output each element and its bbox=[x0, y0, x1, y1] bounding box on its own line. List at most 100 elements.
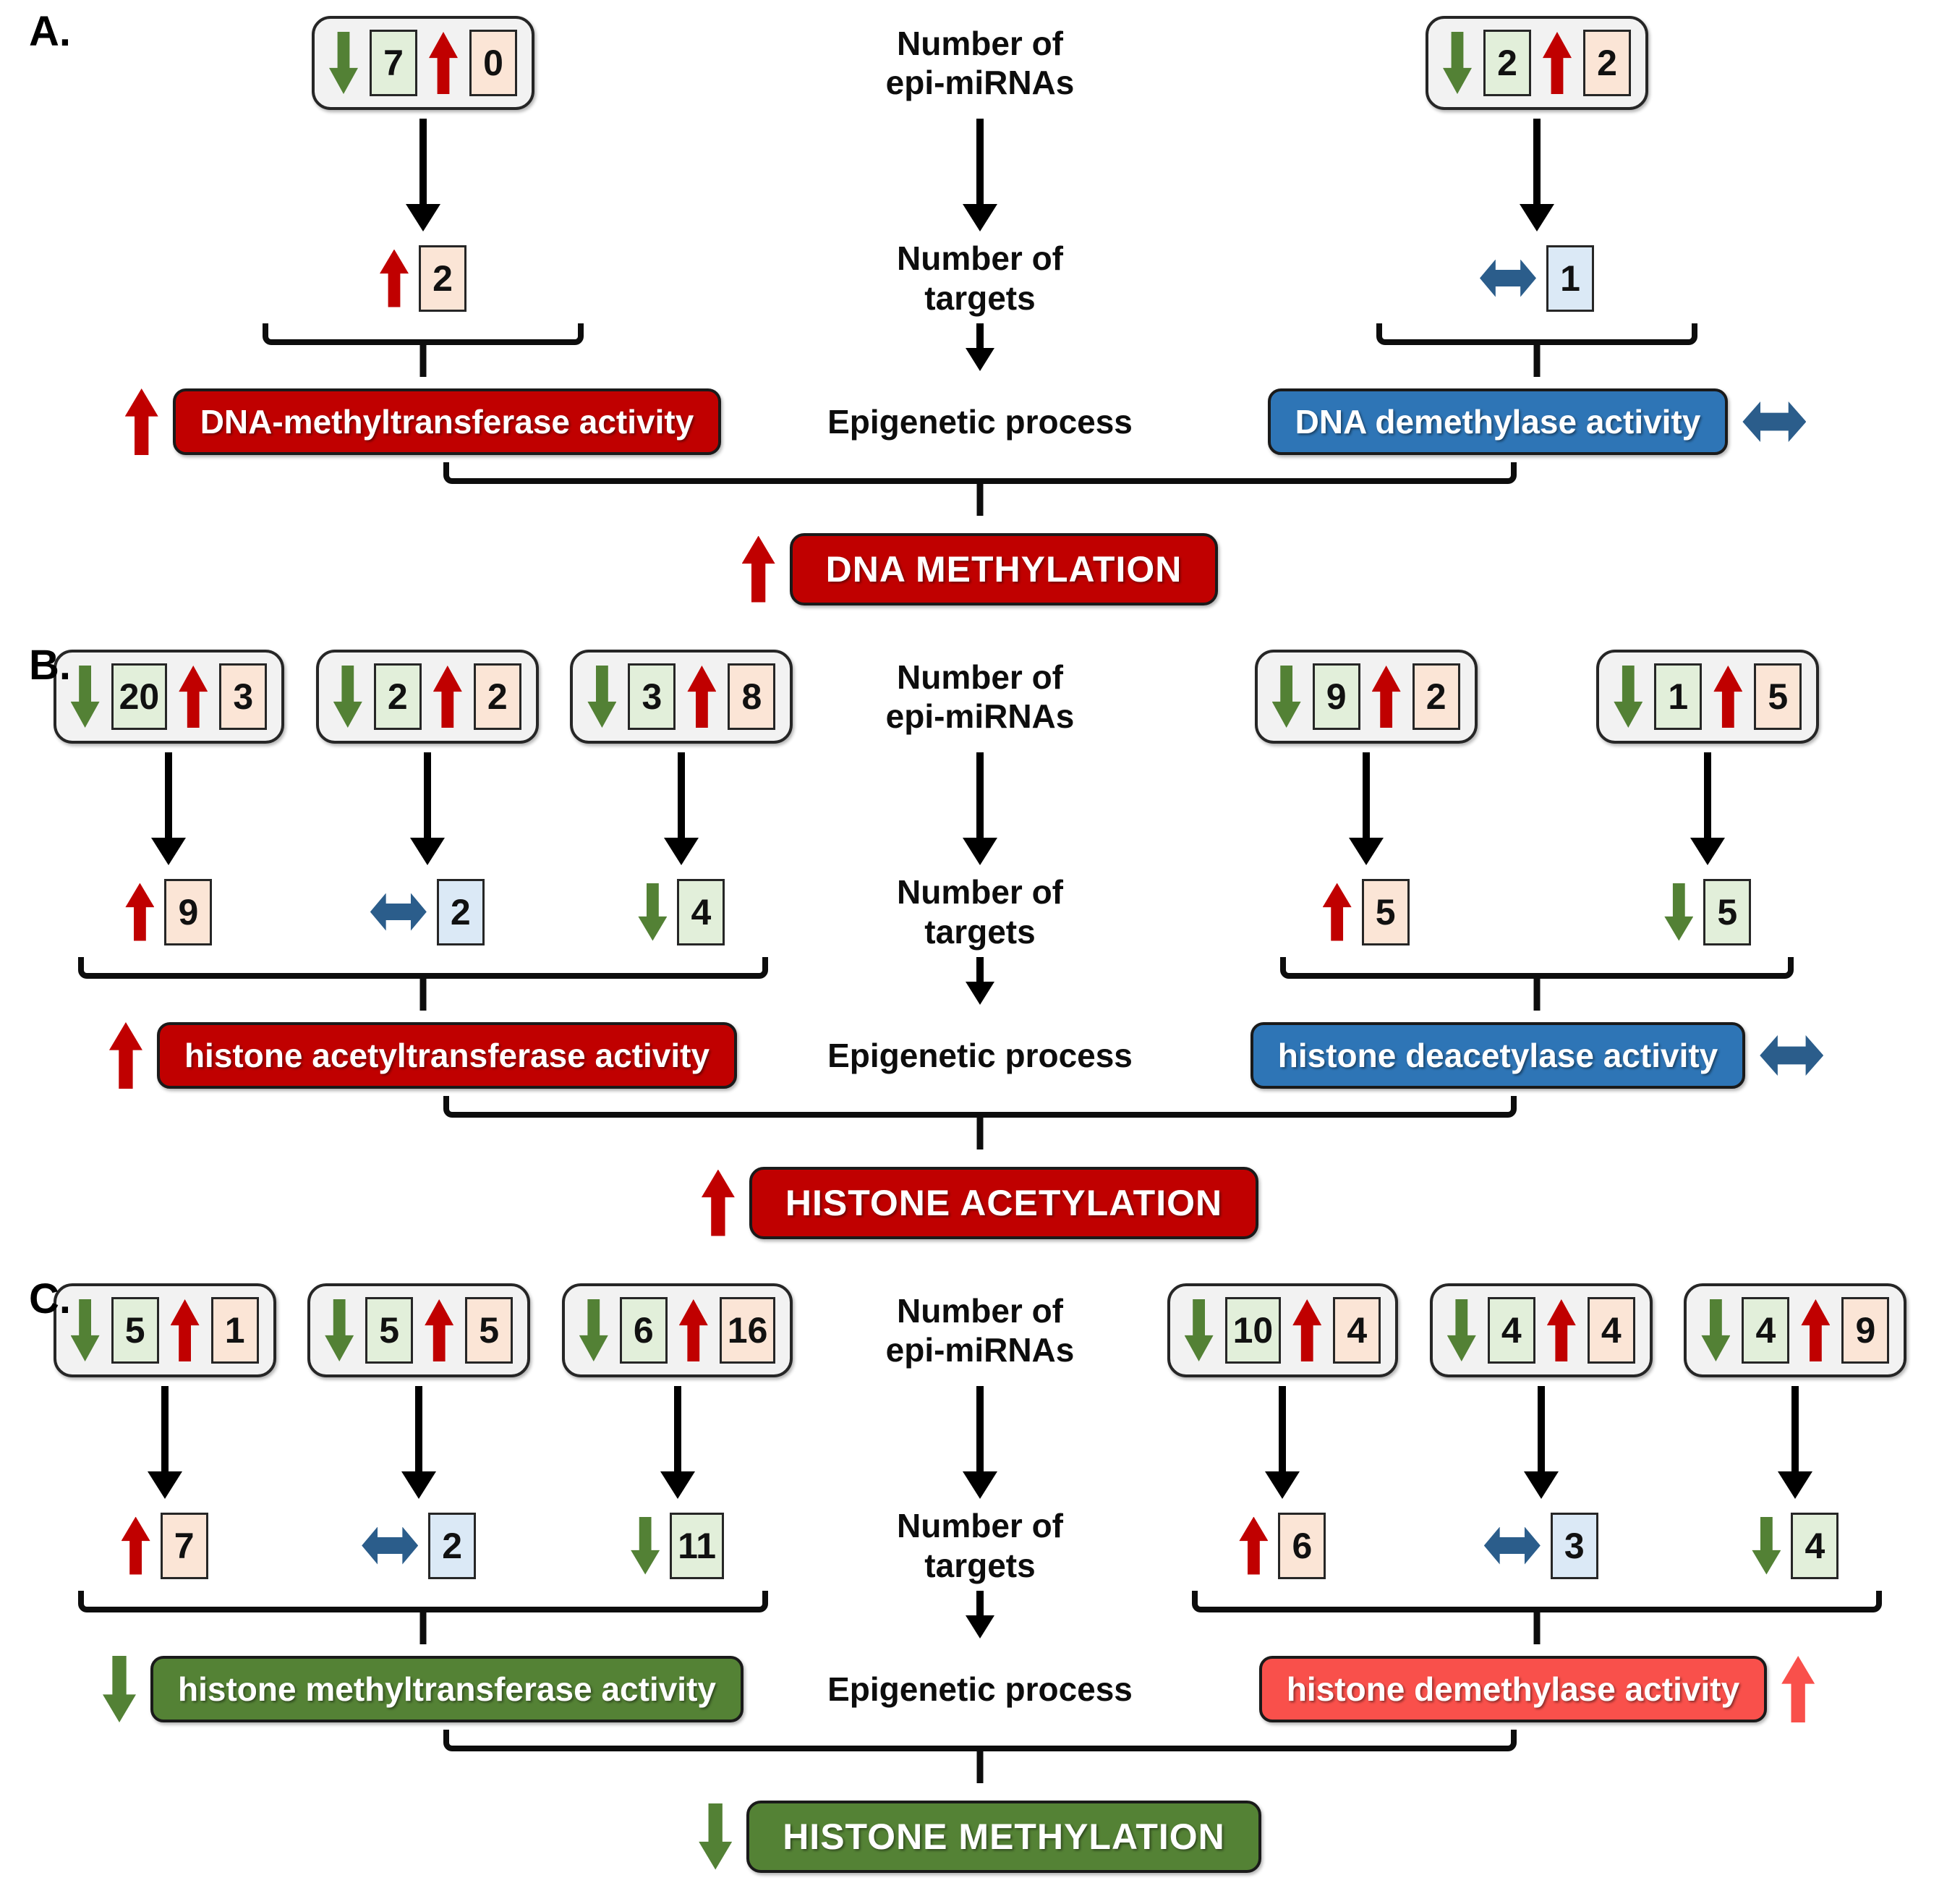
upregulated-arrow-icon bbox=[1371, 666, 1401, 728]
target-count: 4 bbox=[677, 878, 725, 945]
epi-mirna-unit: 10 4 6 bbox=[1167, 1276, 1399, 1591]
process-grouping-bracket bbox=[443, 1096, 1517, 1118]
process-trend-icon bbox=[701, 1169, 735, 1236]
epi-mirna-unit: 3 8 4 bbox=[570, 642, 793, 957]
downregulated-arrow-icon bbox=[70, 1299, 100, 1361]
target-count-group: 4 bbox=[638, 878, 725, 945]
down-connector-arrow bbox=[1279, 1386, 1287, 1471]
panel-b-label: B. bbox=[29, 642, 71, 689]
activity-label-row: histone deacetylase activity bbox=[1250, 1022, 1824, 1089]
target-count: 6 bbox=[1278, 1512, 1326, 1579]
process-grouping-bracket bbox=[443, 462, 1517, 484]
upregulated-count: 8 bbox=[728, 663, 776, 730]
target-count-group: 7 bbox=[121, 1512, 208, 1579]
upregulated-count: 5 bbox=[1754, 663, 1802, 730]
epi-mirna-unit: 9 2 5 bbox=[1254, 642, 1478, 957]
target-count-group: 2 bbox=[370, 878, 485, 945]
upregulated-count: 16 bbox=[719, 1297, 776, 1364]
downregulated-count: 3 bbox=[628, 663, 676, 730]
epi-mirna-count-box: 6 16 bbox=[561, 1283, 793, 1377]
target-direction-icon bbox=[370, 893, 427, 931]
grouping-bracket bbox=[1191, 1591, 1883, 1612]
downregulated-arrow-icon bbox=[579, 1299, 608, 1361]
target-count-group: 2 bbox=[362, 1512, 477, 1579]
down-connector-arrow bbox=[673, 1386, 681, 1471]
down-connector-arrow bbox=[1791, 1386, 1799, 1471]
upregulated-arrow-icon bbox=[687, 666, 717, 728]
upregulated-count: 4 bbox=[1587, 1297, 1635, 1364]
target-direction-icon bbox=[1239, 1516, 1269, 1575]
grouping-bracket bbox=[77, 1591, 769, 1612]
target-count-group: 5 bbox=[1664, 878, 1752, 945]
activity-label: histone acetyltransferase activity bbox=[156, 1022, 738, 1089]
activity-trend-icon bbox=[1742, 401, 1807, 442]
downregulated-arrow-icon bbox=[1446, 1299, 1476, 1361]
target-count: 4 bbox=[1791, 1512, 1839, 1579]
epigenetic-process-label: Epigenetic process bbox=[827, 402, 1133, 441]
epi-mirna-count-box: 1 5 bbox=[1596, 650, 1820, 744]
panel-a-left-branch: 7 0 2 bbox=[22, 9, 825, 462]
activity-label: histone demethylase activity bbox=[1258, 1656, 1768, 1722]
panel-c: C. 5 1 bbox=[0, 1270, 1960, 1885]
epigenetic-process-label: Epigenetic process bbox=[827, 1036, 1133, 1074]
down-connector-arrow bbox=[165, 752, 173, 838]
process-row: DNA METHYLATION bbox=[741, 532, 1219, 605]
upregulated-arrow-icon bbox=[433, 666, 462, 728]
activity-label: DNA demethylase activity bbox=[1267, 388, 1729, 455]
downregulated-count: 6 bbox=[619, 1297, 668, 1364]
epi-mirna-count-box: 9 2 bbox=[1254, 650, 1478, 744]
epi-mirna-count-box: 20 3 bbox=[53, 650, 285, 744]
upregulated-count: 4 bbox=[1333, 1297, 1381, 1364]
target-direction-icon bbox=[362, 1526, 419, 1565]
down-connector-arrow bbox=[976, 1386, 984, 1471]
downregulated-count: 4 bbox=[1742, 1297, 1790, 1364]
downregulated-arrow-icon bbox=[325, 1299, 354, 1361]
process-row: HISTONE ACETYLATION bbox=[701, 1166, 1259, 1239]
epi-mirna-count-box: 4 4 bbox=[1429, 1283, 1653, 1377]
panel-a-right-branch: 2 2 1 bbox=[1135, 9, 1938, 462]
target-direction-icon bbox=[1480, 259, 1536, 297]
down-connector-arrow-small bbox=[976, 957, 984, 982]
epi-mirna-unit: 2 2 2 bbox=[315, 642, 539, 957]
target-direction-icon bbox=[121, 1516, 150, 1575]
upregulated-count: 0 bbox=[469, 30, 517, 96]
process-row: HISTONE METHYLATION bbox=[699, 1800, 1261, 1873]
activity-label-row: histone demethylase activity bbox=[1258, 1656, 1815, 1722]
activity-trend-icon bbox=[124, 388, 158, 455]
panel-b-left-branch: 20 3 9 bbox=[22, 642, 825, 1096]
down-connector-arrow bbox=[976, 119, 984, 204]
epi-mirna-unit: 5 5 2 bbox=[307, 1276, 531, 1591]
down-connector-arrow-small bbox=[976, 323, 984, 348]
downregulated-count: 2 bbox=[373, 663, 422, 730]
panel-b-right-branch: 9 2 5 bbox=[1135, 642, 1938, 1096]
downregulated-count: 2 bbox=[1483, 30, 1531, 96]
upregulated-arrow-icon bbox=[170, 1299, 200, 1361]
target-direction-icon bbox=[1322, 883, 1352, 941]
downregulated-count: 1 bbox=[1654, 663, 1703, 730]
activity-label-row: histone methyltransferase activity bbox=[103, 1656, 743, 1722]
epi-mirna-unit: 20 3 9 bbox=[53, 642, 285, 957]
epi-mirna-unit: 4 4 3 bbox=[1429, 1276, 1653, 1591]
panel-a-label: A. bbox=[29, 8, 71, 55]
activity-label-row: histone acetyltransferase activity bbox=[108, 1022, 738, 1089]
process-trend-icon bbox=[741, 535, 775, 603]
target-direction-icon bbox=[631, 1516, 660, 1575]
activity-label-row: DNA demethylase activity bbox=[1267, 388, 1807, 455]
target-count: 5 bbox=[1703, 878, 1752, 945]
downregulated-arrow-icon bbox=[1184, 1299, 1214, 1361]
target-count: 5 bbox=[1361, 878, 1410, 945]
activity-trend-icon bbox=[1781, 1656, 1815, 1722]
upregulated-arrow-icon bbox=[1292, 1299, 1322, 1361]
down-connector-arrow bbox=[161, 1386, 169, 1471]
downregulated-arrow-icon bbox=[70, 666, 100, 728]
down-connector-arrow bbox=[1704, 752, 1712, 838]
target-count: 7 bbox=[160, 1512, 208, 1579]
downregulated-arrow-icon bbox=[1443, 32, 1472, 94]
